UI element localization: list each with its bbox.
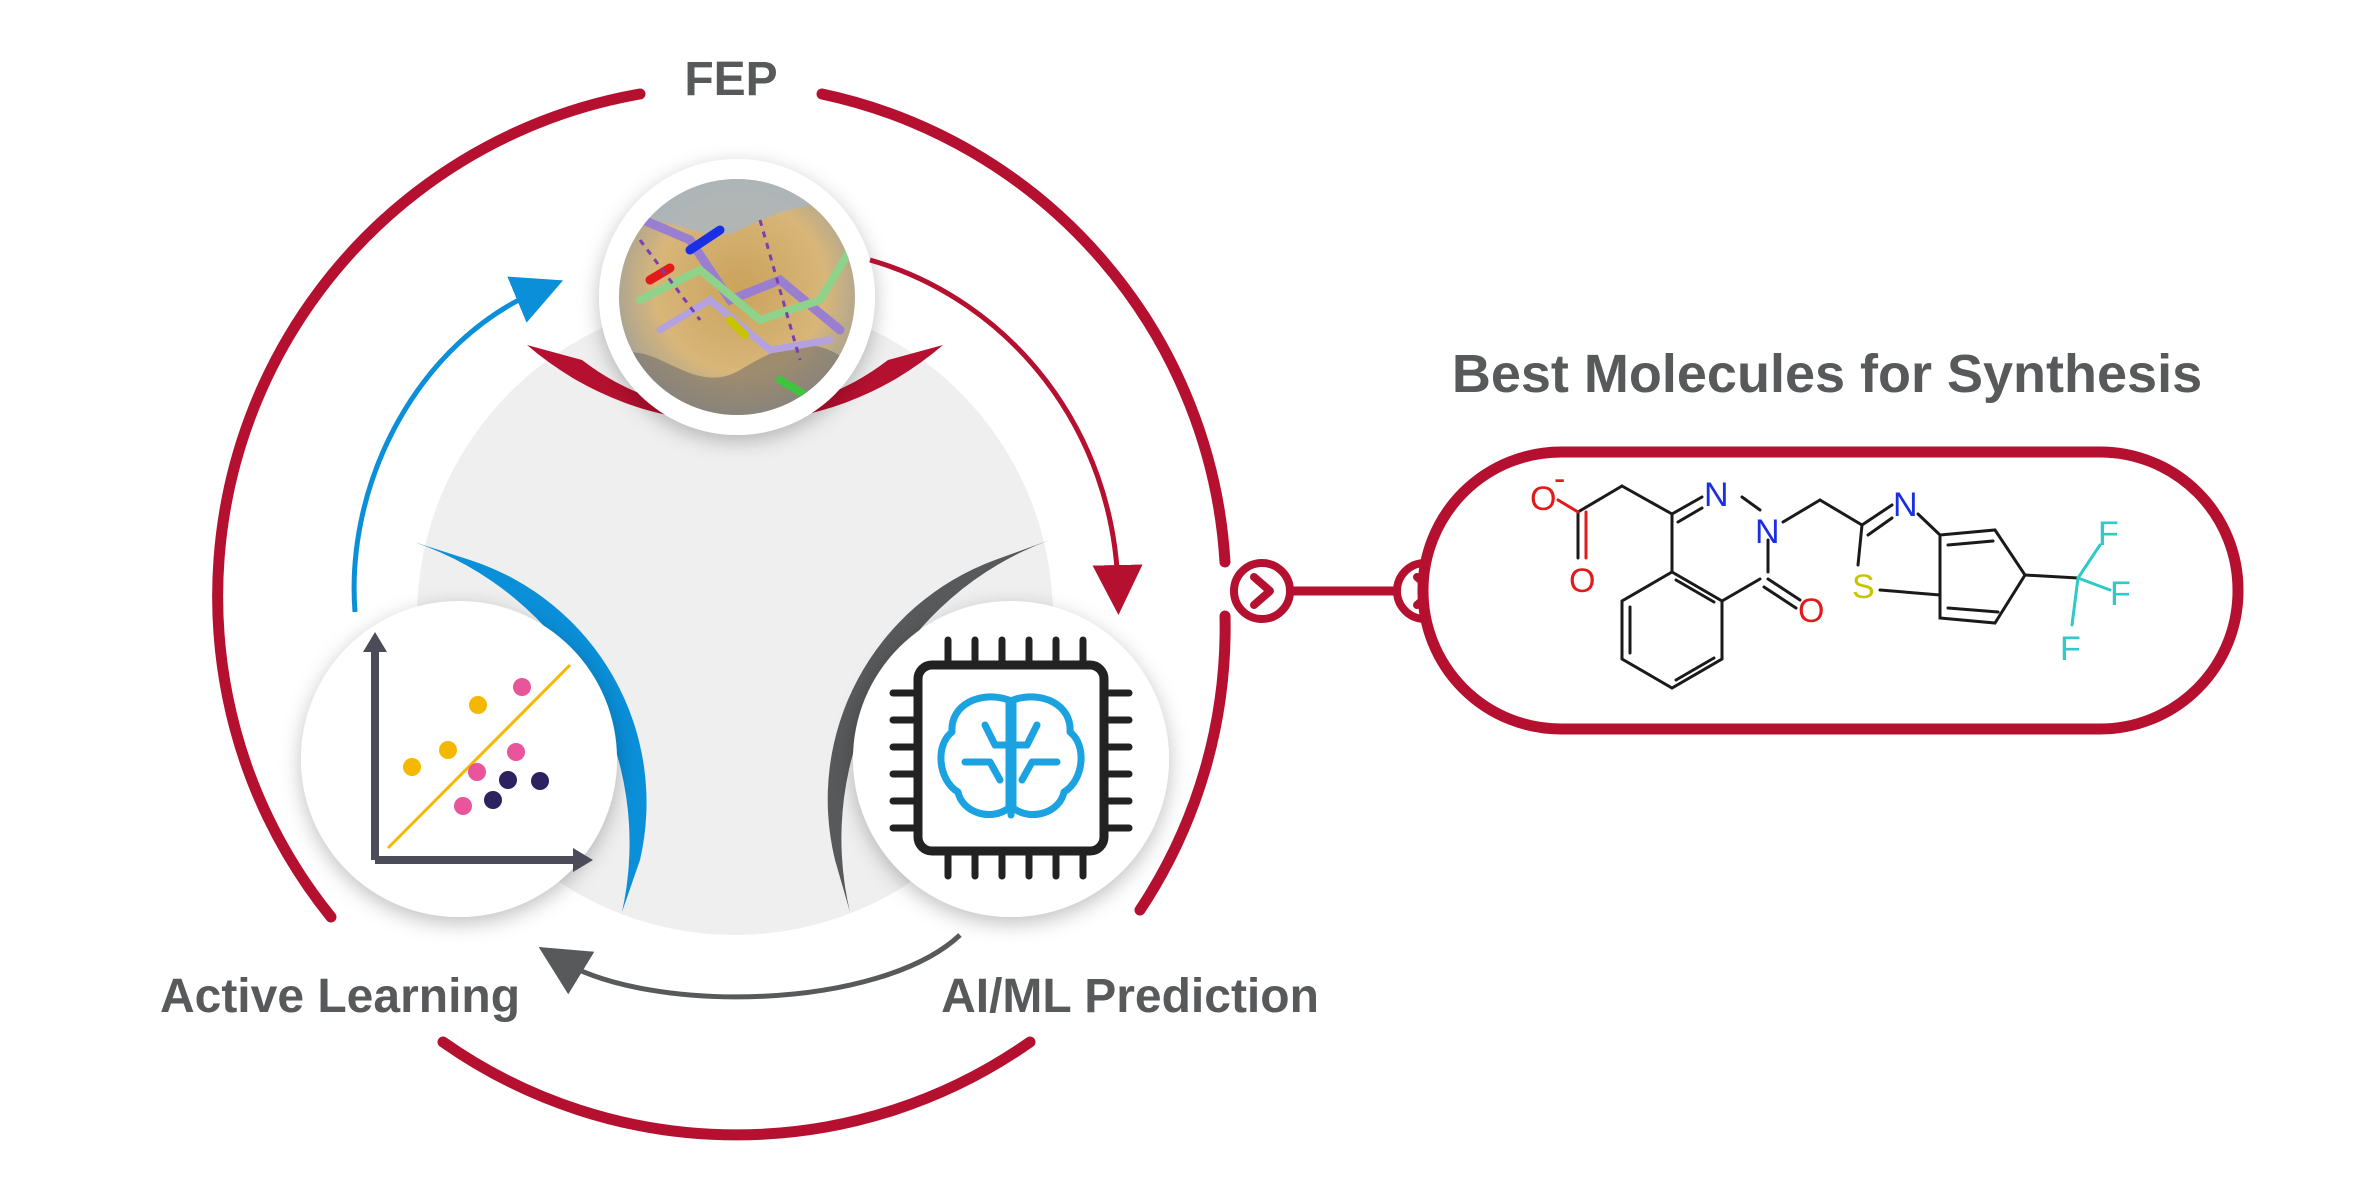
arrow-ai-to-active bbox=[538, 933, 962, 1000]
atom-n2: N bbox=[1755, 513, 1780, 551]
ai-ml-node bbox=[853, 601, 1169, 917]
chevron-right-icon bbox=[1250, 573, 1274, 609]
atom-charge: - bbox=[1554, 460, 1565, 498]
active-learning-label: Active Learning bbox=[160, 970, 520, 1023]
fep-label: FEP bbox=[684, 53, 777, 106]
fep-arc bbox=[527, 345, 943, 423]
atom-o-acid: O bbox=[1569, 562, 1595, 600]
outer-ring bbox=[212, 88, 1231, 1141]
outer-ring-top-left bbox=[212, 88, 646, 923]
active-learning-node bbox=[301, 601, 617, 917]
atom-f1: F bbox=[2098, 515, 2119, 553]
fep-node bbox=[599, 159, 875, 435]
molecule-pill bbox=[1417, 446, 2244, 735]
cycle-chevron-button[interactable] bbox=[1230, 559, 1294, 623]
outer-ring-right-lower bbox=[1134, 610, 1231, 916]
atom-o-keto: O bbox=[1798, 592, 1824, 630]
molecule-structure bbox=[1556, 484, 2112, 690]
atom-f2: F bbox=[2110, 575, 2131, 613]
outer-ring-bottom bbox=[437, 1036, 1036, 1141]
ai-ml-prediction-label: AI/ML Prediction bbox=[941, 970, 1319, 1023]
arrow-active-to-fep bbox=[351, 276, 564, 613]
atom-f3: F bbox=[2060, 630, 2081, 668]
atom-o-minus: O bbox=[1530, 480, 1556, 518]
atom-n3: N bbox=[1893, 486, 1918, 524]
arrow-fep-to-ai bbox=[869, 257, 1143, 615]
molecule-atoms: O - O N N O S N F F F bbox=[1530, 460, 2131, 668]
atom-n1: N bbox=[1704, 476, 1729, 514]
scatter-plot-icon bbox=[363, 632, 593, 872]
atom-s: S bbox=[1852, 568, 1875, 606]
best-molecules-title: Best Molecules for Synthesis bbox=[1452, 344, 2202, 404]
outer-ring-top-right bbox=[816, 88, 1231, 568]
ai-brain-chip-icon bbox=[889, 636, 1133, 880]
